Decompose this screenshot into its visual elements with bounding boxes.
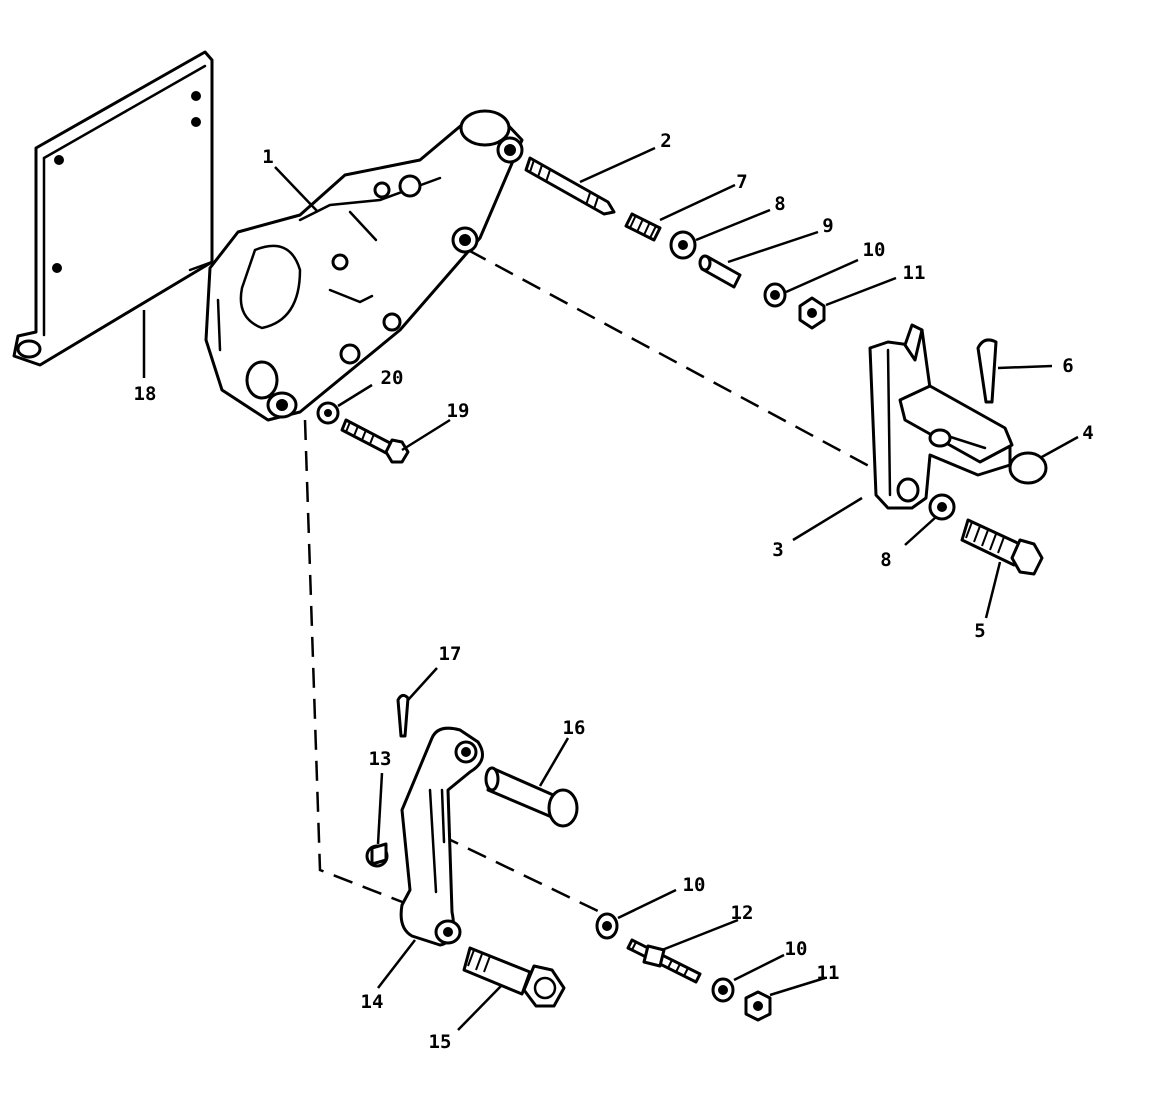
alignment-lines bbox=[303, 248, 881, 914]
part-5-hex-bolt bbox=[960, 518, 1044, 576]
part-2-stud bbox=[524, 156, 616, 216]
callout-20: 20 bbox=[381, 367, 404, 389]
part-19-bolt bbox=[340, 418, 410, 464]
part-1-main-bracket bbox=[204, 109, 524, 422]
callout-13: 13 bbox=[369, 748, 392, 770]
callout-9: 9 bbox=[822, 215, 833, 237]
part-8-washer-lower bbox=[928, 493, 956, 521]
part-8-washer-upper bbox=[669, 230, 697, 260]
callout-15: 15 bbox=[429, 1031, 452, 1053]
callout-19: 19 bbox=[447, 400, 470, 422]
callout-5: 5 bbox=[974, 620, 985, 642]
callout-6: 6 bbox=[1062, 355, 1073, 377]
part-10-washer-lower bbox=[711, 977, 735, 1003]
callout-12: 12 bbox=[731, 902, 754, 924]
callout-16: 16 bbox=[563, 717, 586, 739]
part-6-cotter-pin bbox=[976, 338, 998, 404]
callout-7: 7 bbox=[736, 171, 747, 193]
part-4-cap bbox=[1008, 451, 1048, 485]
callout-18: 18 bbox=[134, 383, 157, 405]
part-3-shift-lever bbox=[868, 323, 1014, 510]
callout-1: 1 bbox=[262, 146, 273, 168]
callout-11-upper: 11 bbox=[903, 262, 926, 284]
callout-10-lower: 10 bbox=[785, 938, 808, 960]
part-13-clip bbox=[365, 842, 389, 868]
part-16-pivot-pin bbox=[484, 766, 579, 828]
callout-labels: 1 2 3 4 5 6 7 8 8 9 10 10 10 11 11 12 13… bbox=[134, 130, 1094, 1053]
callout-8-lower: 8 bbox=[880, 549, 891, 571]
part-7-spring bbox=[624, 212, 662, 242]
part-10-washer-middle bbox=[595, 912, 619, 940]
callout-4: 4 bbox=[1082, 422, 1093, 444]
part-14-link-arm bbox=[399, 726, 484, 947]
callout-10-middle: 10 bbox=[683, 874, 706, 896]
part-15-shoulder-bolt bbox=[462, 946, 566, 1008]
part-12-stud bbox=[626, 938, 702, 984]
callout-11-lower: 11 bbox=[817, 962, 840, 984]
part-10-washer-upper bbox=[763, 282, 787, 308]
callout-3: 3 bbox=[772, 539, 783, 561]
part-11-nut-upper bbox=[798, 296, 826, 330]
callout-14: 14 bbox=[361, 991, 384, 1013]
part-18-mounting-plate bbox=[12, 50, 214, 367]
callout-17: 17 bbox=[439, 643, 462, 665]
leader-lines bbox=[142, 146, 1079, 1031]
part-17-cotter-pin bbox=[396, 693, 410, 738]
part-9-pin bbox=[698, 254, 742, 289]
callout-2: 2 bbox=[660, 130, 671, 152]
part-11-nut-lower bbox=[744, 990, 772, 1022]
callout-8-upper: 8 bbox=[774, 193, 785, 215]
callout-10-upper: 10 bbox=[863, 239, 886, 261]
part-20-washer bbox=[316, 401, 340, 425]
